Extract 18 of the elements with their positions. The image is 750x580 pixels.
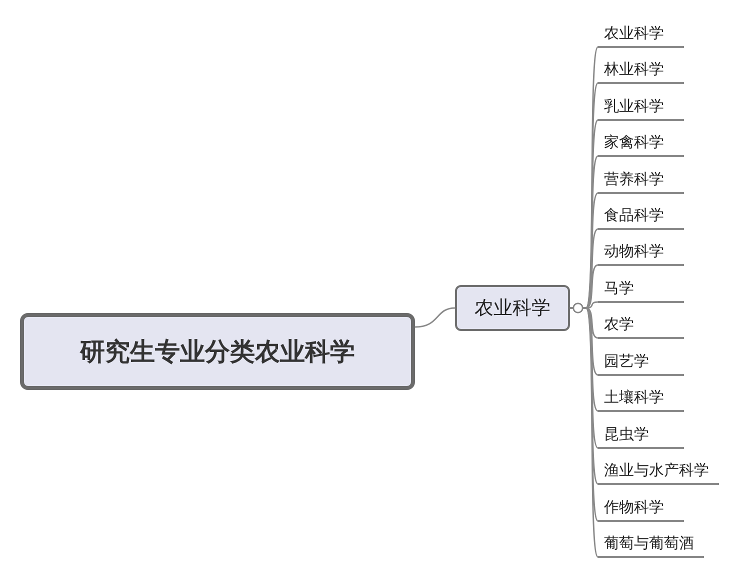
root-topic-box: 研究生专业分类农业科学	[20, 313, 415, 390]
connector-line	[414, 307, 456, 328]
subtopic-label: 渔业与水产科学	[598, 461, 719, 485]
subtopic-label: 食品科学	[598, 206, 684, 230]
subtopic-label: 林业科学	[598, 60, 684, 84]
subtopic-label: 园艺学	[598, 352, 684, 376]
topic-box: 农业科学	[455, 285, 570, 331]
subtopic-label: 农学	[598, 315, 684, 339]
subtopic-label: 葡萄与葡萄酒	[598, 534, 704, 558]
subtopic-label: 昆虫学	[598, 425, 684, 449]
subtopic-label: 农业科学	[598, 24, 684, 48]
subtopic-label: 作物科学	[598, 498, 684, 522]
subtopic-label: 土壤科学	[598, 388, 684, 412]
subtopic-label: 乳业科学	[598, 97, 684, 121]
subtopic-label: 马学	[598, 279, 684, 303]
subtopic-label: 家禽科学	[598, 133, 684, 157]
subtopic-label: 营养科学	[598, 170, 684, 194]
subtopic-label: 动物科学	[598, 242, 684, 266]
